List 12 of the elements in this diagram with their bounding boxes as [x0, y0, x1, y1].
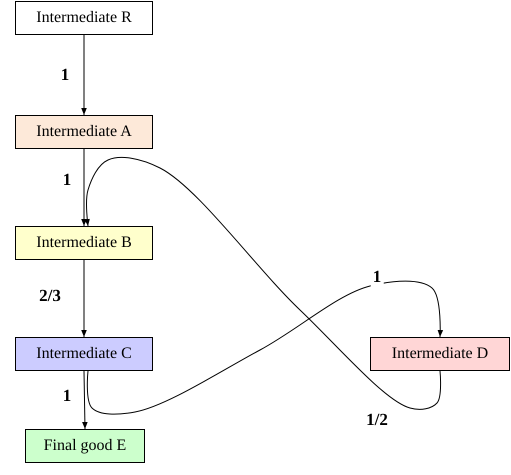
process-box: Intermediate D	[370, 337, 510, 371]
arrow	[86, 280, 444, 415]
arrow	[82, 370, 88, 430]
process-box: Intermediate A	[15, 115, 153, 149]
process-box: Intermediate R	[15, 1, 153, 35]
process-box: Final good E	[25, 429, 145, 463]
process-box: Intermediate B	[15, 226, 153, 260]
arrow	[81, 260, 87, 338]
process-box: Intermediate C	[15, 337, 153, 371]
arrow	[81, 148, 87, 226]
arrow	[81, 34, 87, 116]
arrow	[84, 156, 442, 410]
